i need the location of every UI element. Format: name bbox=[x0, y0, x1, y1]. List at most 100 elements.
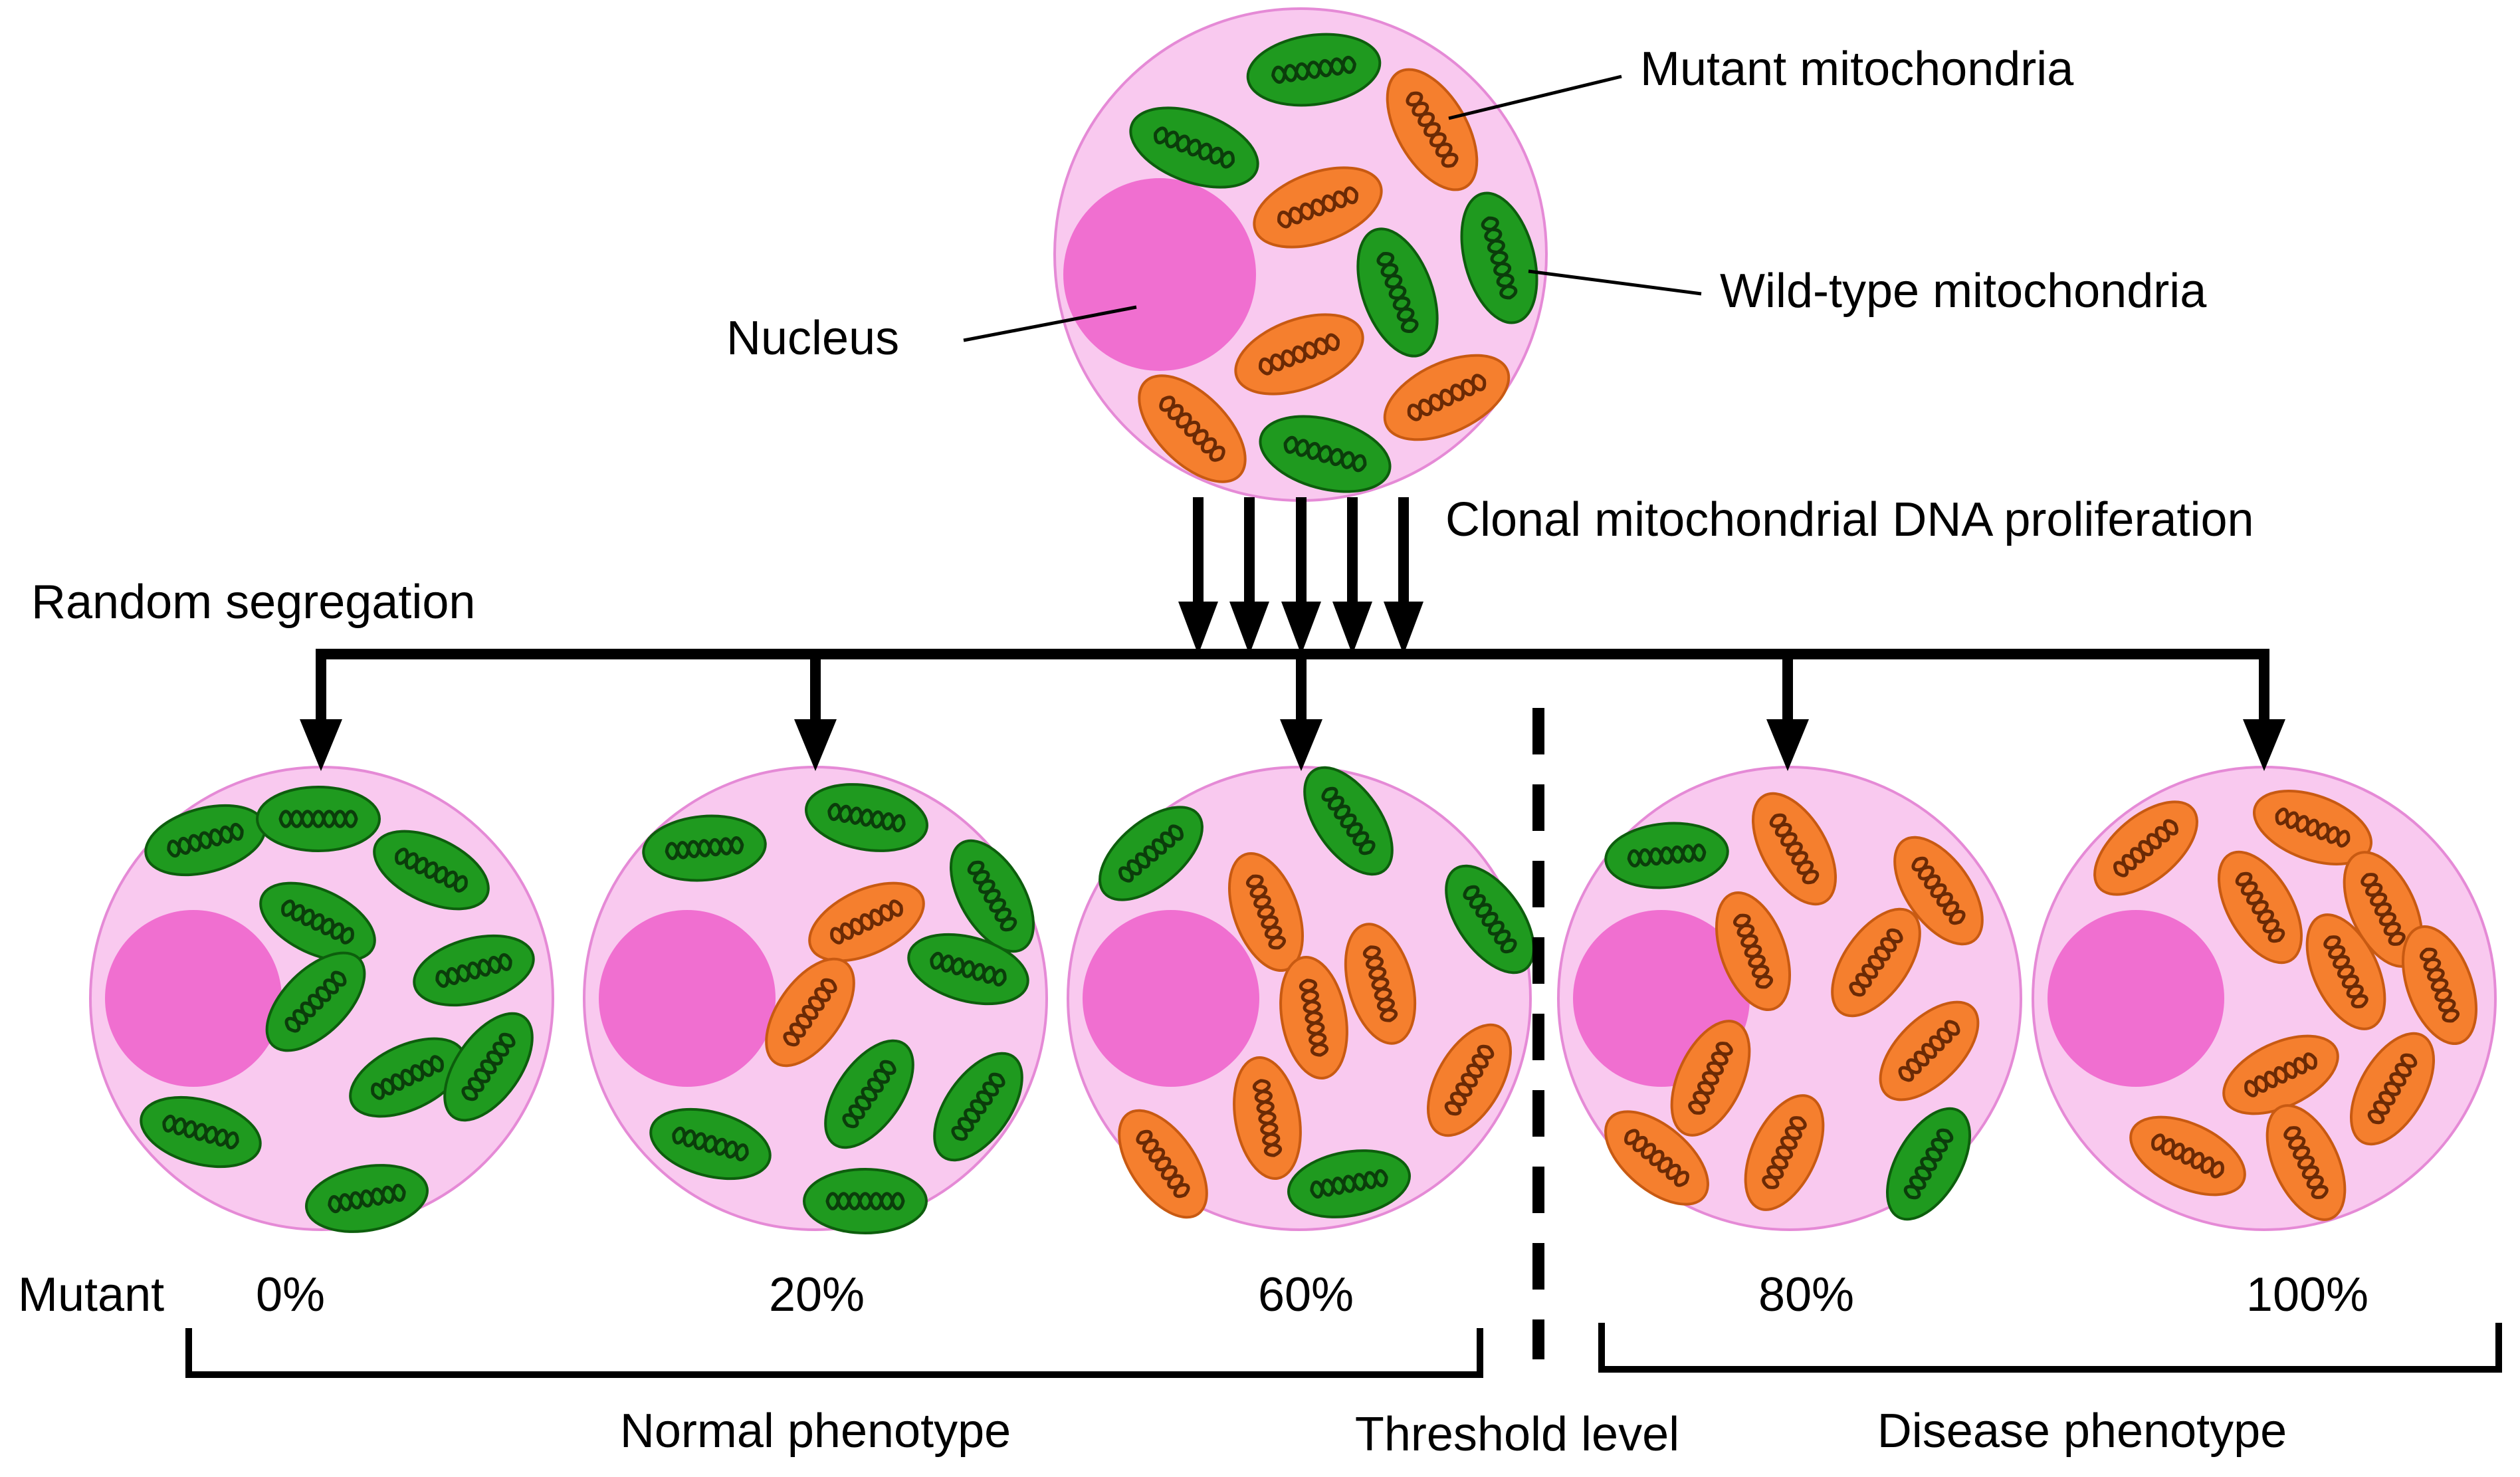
wildtype-mitochondrion bbox=[1445, 864, 1535, 974]
disease-phenotype-bracket bbox=[1598, 1323, 2502, 1373]
mutant-mitochondrion bbox=[1118, 1109, 1208, 1219]
mutant-mitochondrion bbox=[2253, 790, 2372, 865]
random-segregation-label: Random segregation bbox=[31, 576, 475, 629]
mutant-mitochondrion bbox=[1228, 852, 1304, 972]
proliferation-arrows bbox=[1178, 497, 1423, 655]
segregation-arrow bbox=[2243, 649, 2285, 771]
daughter-cell bbox=[1557, 766, 2022, 1231]
wildtype-mitochondrion bbox=[443, 1012, 534, 1122]
mutant-mitochondrion bbox=[1744, 1094, 1825, 1211]
segregation-arrows bbox=[300, 649, 2285, 771]
proliferation-arrow bbox=[1229, 497, 1269, 655]
mutant-mitochondrion bbox=[2129, 1115, 2246, 1196]
mutant-mitochondrion bbox=[1233, 1056, 1302, 1180]
proliferation-arrow bbox=[1332, 497, 1372, 655]
mutant-mitochondrion bbox=[1427, 1023, 1512, 1137]
mutant-mitochondrion bbox=[1386, 68, 1479, 191]
wildtype-mitochondrion bbox=[803, 1168, 928, 1234]
segregation-arrow bbox=[1280, 649, 1322, 771]
wildtype-mitochondrion bbox=[1259, 415, 1392, 493]
wildtype-mitochondria-label: Wild-type mitochondria bbox=[1720, 265, 2207, 318]
mutant-mitochondrion bbox=[1383, 354, 1511, 441]
segregation-arrow bbox=[1766, 649, 1809, 771]
wildtype-mitochondrion bbox=[256, 786, 381, 852]
wildtype-mitochondrion bbox=[259, 881, 376, 963]
parent-cell bbox=[1053, 7, 1548, 502]
wildtype-mitochondrion bbox=[1460, 191, 1538, 324]
normal-phenotype-label: Normal phenotype bbox=[620, 1405, 1011, 1458]
mutant-mitochondrion bbox=[1279, 956, 1348, 1079]
proliferation-arrow bbox=[1281, 497, 1321, 655]
wildtype-mitochondrion bbox=[950, 839, 1035, 953]
cell-percent-1: 20% bbox=[769, 1268, 865, 1321]
cell-percent-4: 100% bbox=[2246, 1268, 2368, 1321]
wildtype-mitochondrion bbox=[1303, 766, 1394, 876]
threshold-level-label: Threshold level bbox=[1355, 1408, 1679, 1461]
daughter-cell bbox=[89, 766, 554, 1233]
segregation-arrow bbox=[300, 649, 342, 771]
daughter-cells bbox=[89, 766, 2497, 1234]
wildtype-mitochondrion bbox=[413, 934, 535, 1007]
wildtype-mitochondrion bbox=[349, 1037, 466, 1118]
mutant-mitochondrion bbox=[1344, 923, 1417, 1045]
wildtype-mitochondrion bbox=[265, 951, 366, 1052]
mutant-mitochondrion bbox=[1604, 1110, 1709, 1206]
proliferation-arrow bbox=[1384, 497, 1423, 655]
wildtype-mitochondrion bbox=[933, 1052, 1023, 1162]
wildtype-mitochondrion bbox=[824, 1039, 914, 1149]
daughter-cell bbox=[1067, 766, 1535, 1231]
mutant-mitochondrion bbox=[765, 957, 855, 1068]
mutant-mitochondrion bbox=[1670, 1020, 1751, 1137]
wildtype-mitochondrion bbox=[1129, 106, 1259, 189]
wildtype-mitochondrion bbox=[1246, 33, 1382, 107]
mutant-mitochondrion bbox=[2350, 1032, 2435, 1146]
daughter-nucleus bbox=[1083, 910, 1259, 1087]
mutant-mitochondrion bbox=[2093, 800, 2198, 896]
nucleus-label: Nucleus bbox=[726, 312, 899, 365]
wildtype-mitochondrion bbox=[1099, 806, 1204, 901]
daughter-nucleus bbox=[2048, 910, 2224, 1087]
mutant-mitochondrion bbox=[1715, 891, 1791, 1011]
wildtype-mitochondrion bbox=[1356, 227, 1439, 358]
clonal-proliferation-label: Clonal mitochondrial DNA proliferation bbox=[1445, 493, 2254, 546]
cell-percent-0: 0% bbox=[256, 1268, 325, 1321]
wildtype-mitochondrion bbox=[1287, 1149, 1411, 1218]
mutant-mitochondrion bbox=[1893, 836, 1984, 946]
daughter-nucleus bbox=[105, 910, 282, 1087]
wildtype-mitochondrion bbox=[805, 783, 928, 852]
wildtype-mitochondrion bbox=[1886, 1107, 1971, 1221]
cell-percent-3: 80% bbox=[1758, 1268, 1854, 1321]
mutant-mitochondrion bbox=[1253, 166, 1383, 249]
mutant-mitochondrion bbox=[808, 881, 925, 963]
mutant-leader-line bbox=[1448, 74, 1622, 120]
mutant-mitochondria-label: Mutant mitochondria bbox=[1640, 43, 2074, 96]
mutant-mitochondrion bbox=[1879, 1000, 1980, 1101]
segregation-arrow bbox=[794, 649, 837, 771]
mutant-row-label: Mutant bbox=[18, 1268, 164, 1321]
daughter-cell bbox=[2032, 766, 2497, 1231]
mutant-mitochondrion bbox=[2222, 1034, 2339, 1115]
normal-phenotype-bracket bbox=[185, 1328, 1483, 1378]
wildtype-mitochondrion bbox=[140, 1095, 262, 1169]
parent-nucleus bbox=[1063, 178, 1256, 371]
wildtype-mitochondrion bbox=[649, 1107, 772, 1181]
mutant-mitochondrion bbox=[1234, 313, 1364, 396]
mutant-mitochondrion bbox=[1831, 907, 1921, 1018]
mutant-mitochondrion bbox=[2265, 1104, 2347, 1221]
wildtype-mitochondrion bbox=[642, 814, 767, 882]
wildtype-mitochondrion bbox=[305, 1164, 429, 1233]
wildtype-mitochondrion bbox=[1604, 822, 1729, 889]
mutant-mitochondrion bbox=[2402, 925, 2477, 1045]
mutant-mitochondrion bbox=[1752, 792, 1837, 906]
daughter-cell bbox=[583, 766, 1048, 1234]
cell-percent-2: 60% bbox=[1258, 1268, 1354, 1321]
wildtype-mitochondrion bbox=[907, 933, 1029, 1006]
daughter-nucleus bbox=[599, 910, 776, 1087]
wildtype-mitochondrion bbox=[373, 830, 490, 911]
proliferation-arrow bbox=[1178, 497, 1218, 655]
disease-phenotype-label: Disease phenotype bbox=[1877, 1405, 2287, 1458]
mutant-mitochondrion bbox=[2218, 850, 2303, 965]
segregation-bar bbox=[316, 649, 2269, 659]
